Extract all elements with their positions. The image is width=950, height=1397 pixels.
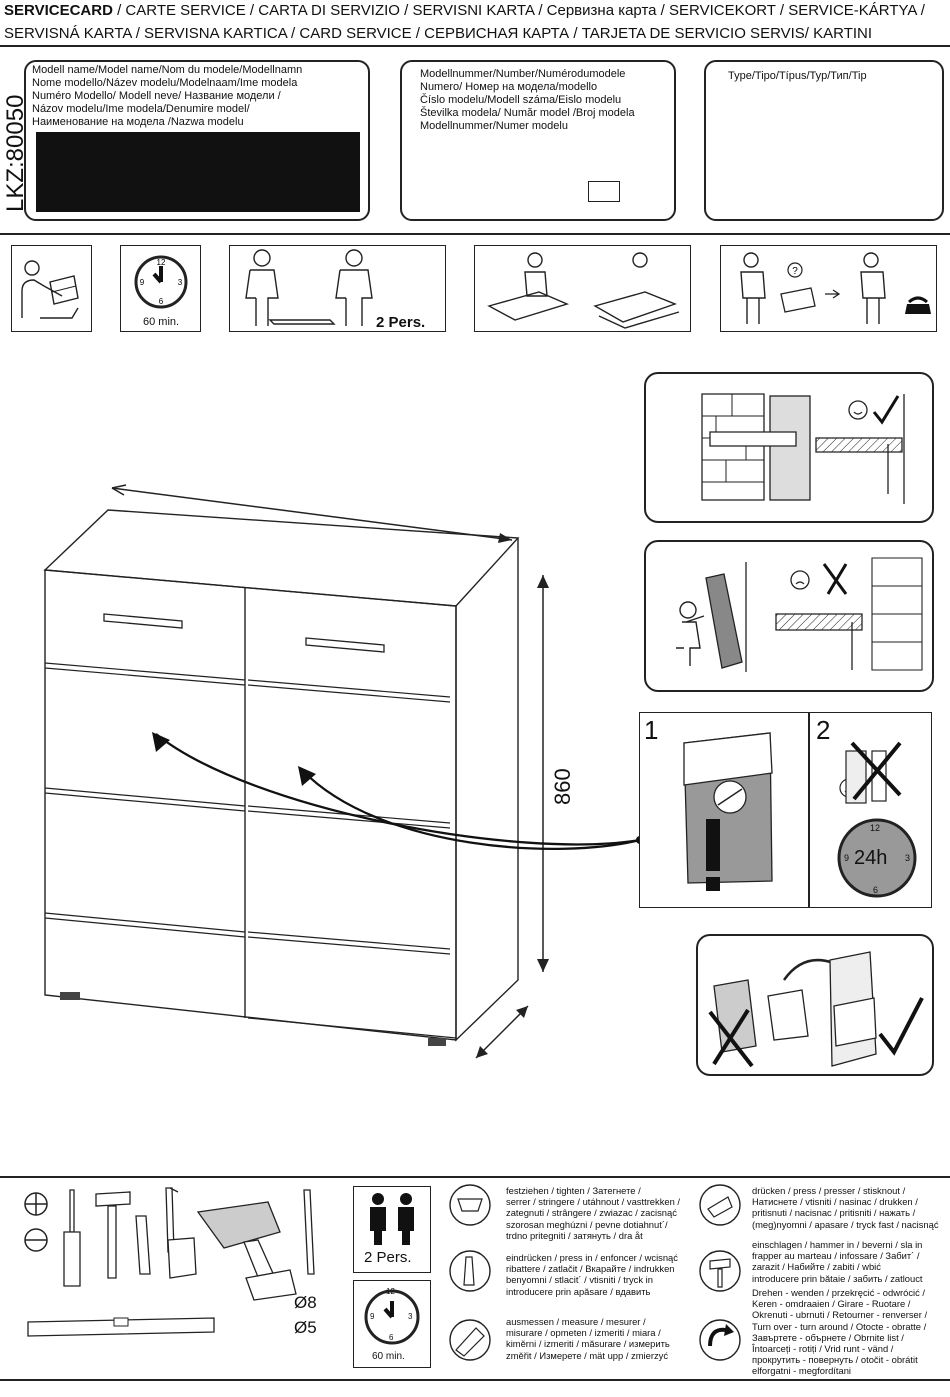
turn-over-text: Drehen - wenden / przekręcić - odwrócić … bbox=[752, 1287, 928, 1377]
press-text: drücken / press / presser / stisknout / … bbox=[752, 1185, 939, 1230]
wall-mount-bad-panel bbox=[644, 540, 934, 692]
model-name-box: Modell name/Model name/Nom du modele/Mod… bbox=[24, 60, 370, 221]
unpacking-icon bbox=[487, 252, 680, 329]
care-step-2: 2 bbox=[816, 715, 831, 745]
measure-icon bbox=[449, 1319, 491, 1361]
section-divider bbox=[0, 233, 950, 235]
svg-text:3: 3 bbox=[178, 278, 183, 287]
assembly-time-panel: 12 3 6 9 60 min. bbox=[120, 245, 201, 332]
model-number-label: Modellnummer/Number/Numérodumodele Numer… bbox=[420, 68, 635, 132]
reading-person-icon bbox=[21, 260, 79, 319]
legend-bottom-rule bbox=[0, 1379, 950, 1381]
type-box: Type/Tipo/Típus/Typ/Тип/Tip bbox=[704, 60, 944, 221]
keep-instructions-panel bbox=[696, 934, 934, 1076]
legend-top-rule bbox=[0, 1176, 950, 1178]
drill-bit-8: Ø8 bbox=[294, 1293, 317, 1312]
hammer-icon bbox=[699, 1250, 741, 1292]
legend-persons-box: 2 Pers. bbox=[353, 1186, 431, 1273]
press-icon bbox=[699, 1184, 741, 1226]
legend-persons-label: 2 Pers. bbox=[364, 1249, 412, 1266]
assembly-time-label: 60 min. bbox=[143, 316, 180, 328]
header-divider bbox=[0, 45, 950, 47]
wall-fall-icon bbox=[676, 557, 923, 672]
legend-clock-icon bbox=[364, 1289, 420, 1345]
clock-icon: 12 3 6 9 bbox=[134, 255, 188, 309]
drill-bit-5: Ø5 bbox=[294, 1318, 317, 1337]
legend-time-box: 12 3 6 9 60 min. bbox=[353, 1280, 431, 1368]
cabinet-drawing bbox=[43, 484, 644, 1059]
read-instructions-panel bbox=[11, 245, 92, 332]
legend-clock-9: 9 bbox=[370, 1312, 375, 1321]
care-clock-9: 9 bbox=[844, 853, 850, 863]
legend-clock-6: 6 bbox=[389, 1333, 394, 1342]
height-dimension: 860 bbox=[550, 768, 575, 805]
legend-clock-3: 3 bbox=[408, 1312, 413, 1321]
care-illustration bbox=[683, 732, 917, 898]
svg-text:12: 12 bbox=[157, 258, 166, 267]
svg-text:6: 6 bbox=[159, 297, 164, 306]
tighten-text: festziehen / tighten / Затегнете / serre… bbox=[506, 1185, 681, 1241]
care-clock-6: 6 bbox=[873, 885, 879, 895]
two-persons-icon bbox=[370, 1193, 414, 1245]
tighten-icon bbox=[449, 1184, 491, 1226]
care-clock-12: 12 bbox=[870, 823, 881, 833]
care-step-1: 1 bbox=[644, 715, 659, 745]
hammer-text: einschlagen / hammer in / beverni / sla … bbox=[752, 1239, 923, 1284]
legend-clock-12: 12 bbox=[386, 1287, 395, 1296]
file-instructions-icon bbox=[708, 951, 924, 1068]
type-label: Type/Tipo/Típus/Typ/Тип/Tip bbox=[728, 70, 867, 82]
confused-worker-phone-icon: ? bbox=[740, 252, 931, 324]
model-name-label: Modell name/Model name/Nom du modele/Mod… bbox=[32, 64, 303, 128]
header-line-2: SERVISNÁ KARTA / SERVISNA KARTICA / CARD… bbox=[4, 25, 873, 42]
svg-text:9: 9 bbox=[140, 278, 145, 287]
two-workers-icon bbox=[245, 249, 373, 326]
model-name-field bbox=[36, 132, 360, 212]
header-line-1-rest: / CARTE SERVICE / CARTA DI SERVIZIO / SE… bbox=[112, 2, 925, 19]
turn-over-icon bbox=[699, 1319, 741, 1361]
care-divider bbox=[808, 713, 810, 907]
surface-care-panel: 1 2 12 3 6 9 24h bbox=[639, 712, 932, 908]
call-service-panel: ? bbox=[720, 245, 937, 332]
press-in-text: eindrücken / press in / enfoncer / wcisn… bbox=[506, 1252, 678, 1297]
care-clock-3: 3 bbox=[905, 853, 911, 863]
header-title: SERVICECARD bbox=[4, 2, 113, 19]
model-number-box: Modellnummer/Number/Numérodumodele Numer… bbox=[400, 60, 676, 221]
svg-text:?: ? bbox=[792, 266, 798, 277]
unpacking-panel bbox=[474, 245, 691, 332]
header-line-1: SERVICECARD / CARTE SERVICE / CARTA DI S… bbox=[4, 0, 925, 21]
wall-anchor-icon bbox=[701, 393, 905, 504]
drying-time-label: 24h bbox=[854, 847, 888, 869]
two-persons-label: 2 Pers. bbox=[376, 314, 426, 331]
measure-text: ausmessen / measure / mesurer / misurare… bbox=[506, 1316, 670, 1361]
legend-time-label: 60 min. bbox=[372, 1351, 405, 1362]
tools-illustration bbox=[24, 1187, 315, 1337]
press-in-icon bbox=[449, 1250, 491, 1292]
two-persons-panel: 2 Pers. bbox=[229, 245, 446, 332]
wall-mount-ok-panel bbox=[644, 372, 934, 523]
model-number-field bbox=[588, 181, 620, 202]
